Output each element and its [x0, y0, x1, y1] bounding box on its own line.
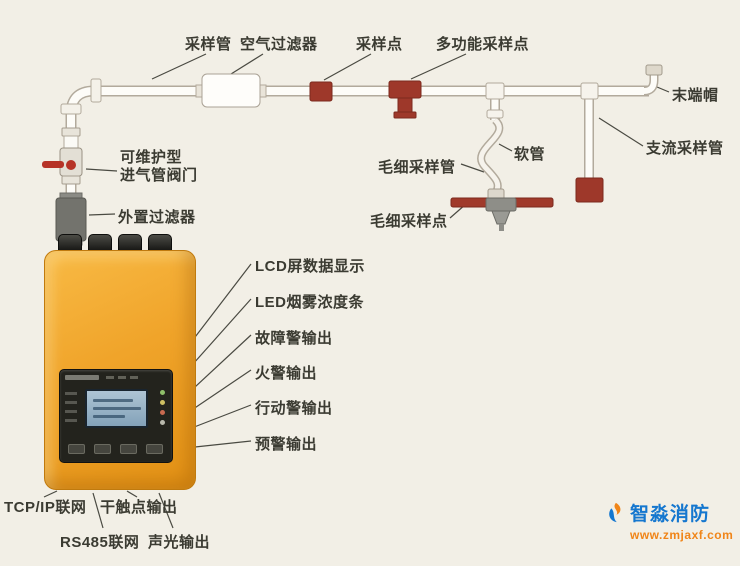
label-pre-alarm-output: 预警输出	[255, 436, 318, 453]
control-panel	[59, 369, 173, 463]
label-multi-function-sampling-point: 多功能采样点	[436, 36, 530, 53]
capillary-cone	[491, 210, 511, 225]
label-sound-light: 声光输出	[148, 534, 211, 551]
air-filter-body	[201, 73, 261, 108]
label-capillary-sampling-pipe: 毛细采样管	[378, 159, 456, 176]
label-tcpip: TCP/IP联网	[4, 499, 87, 516]
label-external-filter: 外置过滤器	[118, 209, 196, 226]
valve-handle	[42, 161, 64, 168]
led-indicator-column	[160, 390, 165, 430]
label-rs485: RS485联网	[60, 534, 140, 551]
end-cap	[645, 64, 663, 76]
brand-name: 智淼消防	[630, 504, 711, 525]
panel-button[interactable]	[120, 444, 137, 454]
label-dry-contact: 干触点输出	[100, 499, 178, 516]
branch-tee-fitting	[580, 82, 599, 100]
pipe-components	[42, 73, 604, 246]
label-fire-alarm-output: 火警输出	[255, 365, 318, 382]
lcd-screen	[85, 389, 148, 428]
label-maintainable-valve-line2: 进气管阀门	[120, 167, 198, 184]
panel-text-mark	[106, 376, 114, 379]
label-action-alarm-output: 行动警输出	[255, 400, 333, 417]
branch-sampling-point-block	[575, 177, 604, 203]
panel-logo-area	[65, 375, 99, 380]
label-maintainable-valve-line1: 可维护型	[120, 149, 183, 166]
panel-buttons	[68, 444, 166, 454]
pipe-network	[60, 64, 663, 245]
label-sampling-point: 采样点	[356, 36, 403, 53]
brand-site: www.zmjaxf.com	[630, 528, 734, 542]
multi-sampling-point-block	[388, 80, 422, 99]
brand-watermark: 智淼消防 www.zmjaxf.com	[604, 499, 734, 542]
brand-flame-icon	[609, 502, 621, 522]
elbow-collar-vertical	[60, 103, 82, 115]
label-fault-alarm-output: 故障警输出	[255, 330, 333, 347]
panel-button[interactable]	[146, 444, 163, 454]
panel-button[interactable]	[68, 444, 85, 454]
label-lcd-display: LCD屏数据显示	[255, 258, 365, 275]
label-soft-tube: 软管	[514, 146, 546, 163]
panel-side-labels	[65, 392, 79, 428]
aspirating-smoke-detector	[44, 250, 196, 490]
panel-text-mark	[118, 376, 126, 379]
label-led-bar: LED烟雾浓度条	[255, 294, 365, 311]
label-capillary-sampling-point: 毛细采样点	[370, 213, 448, 230]
panel-button[interactable]	[94, 444, 111, 454]
elbow-collar-horizontal	[90, 78, 102, 103]
label-end-cap: 末端帽	[672, 87, 719, 104]
panel-text-mark	[130, 376, 138, 379]
label-branch-sampling-pipe: 支流采样管	[646, 140, 724, 157]
sampling-point-block	[309, 81, 333, 102]
tee-fitting	[485, 82, 505, 100]
label-sampling-pipe: 采样管	[185, 36, 232, 53]
label-air-filter: 空气过滤器	[240, 36, 318, 53]
